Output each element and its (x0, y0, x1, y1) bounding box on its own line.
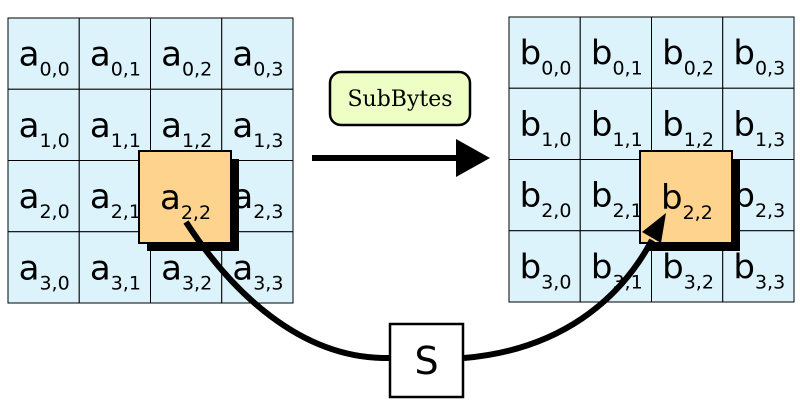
state-a-grid: a0,0 a0,1 a0,2 a0,3 a1,0 a1,1 a1,2 a1,3 a2,0 a2,1… (7, 17, 294, 304)
state-a-label-2-1: a2,1 (90, 177, 141, 223)
state-a-label-3-0: a3,0 (19, 248, 70, 294)
state-b-label-0-1: b0,1 (591, 34, 643, 80)
state-b-cell-2-0 (508, 159, 581, 232)
state-b-label-1-0: b1,0 (520, 105, 572, 151)
state-b-cell-0-1 (579, 16, 652, 89)
sbox-label: S (414, 339, 438, 383)
state-a-label-1-1: a1,1 (90, 106, 141, 152)
state-b-label-0-0: b0,0 (520, 34, 572, 80)
state-b-label-2-2: b2,2 (661, 178, 713, 224)
state-a-cell-0-1 (78, 17, 151, 90)
state-a-label-0-0: a0,0 (19, 35, 70, 81)
state-a-label-3-3: a3,3 (232, 248, 283, 294)
state-a-cell-1-3 (221, 88, 294, 161)
state-a-label-2-2: a2,2 (160, 178, 211, 224)
state-a-cell-0-3 (221, 17, 294, 90)
state-b-cell-3-0 (508, 230, 581, 303)
subbytes-label: SubBytes (347, 87, 452, 112)
state-a-label-0-1: a0,1 (90, 35, 141, 81)
state-a-label-1-3: a1,3 (232, 106, 283, 152)
state-b-cell-1-3 (722, 87, 795, 160)
state-a-cell-1-1 (78, 88, 151, 161)
state-a-label-0-2: a0,2 (161, 35, 212, 81)
state-b-label-3-3: b3,3 (733, 247, 785, 293)
state-a-label-2-0: a2,0 (19, 177, 70, 223)
subbytes-label-box: SubBytes (328, 70, 472, 127)
state-b-label-1-1: b1,1 (591, 105, 643, 151)
state-a-cell-0-2 (150, 17, 223, 90)
state-a-cell-0-0 (7, 17, 80, 90)
state-b-label-1-3: b1,3 (733, 105, 785, 151)
sbox-arrowhead (642, 213, 666, 243)
state-a-label-0-3: a0,3 (232, 35, 283, 81)
state-b-label-2-1: b2,1 (591, 176, 643, 222)
state-b-cell-1-1 (579, 87, 652, 160)
state-a-label-1-0: a1,0 (19, 106, 70, 152)
state-b-grid: b0,0 b0,1 b0,2 b0,3 b1,0 b1,1 b1,2 b1,3 b2,0 b2,1… (508, 16, 795, 303)
state-a-label-1-2: a1,2 (161, 106, 212, 152)
transform-arrow (312, 139, 490, 177)
state-b-label-1-2: b1,2 (662, 105, 714, 151)
state-a-label-3-2: a3,2 (161, 248, 212, 294)
state-b-label-3-0: b3,0 (520, 247, 572, 293)
state-b-label-0-3: b0,3 (733, 34, 785, 80)
state-a-cell-3-0 (7, 231, 80, 304)
state-a-highlight-cell (138, 150, 232, 244)
state-b-label-3-2: b3,2 (662, 247, 714, 293)
state-b-cell-0-3 (722, 16, 795, 89)
state-b-label-2-0: b2,0 (520, 176, 572, 222)
sbox: S (388, 322, 465, 399)
state-a-label-3-1: a3,1 (90, 248, 141, 294)
state-b-label-0-2: b0,2 (662, 34, 714, 80)
state-b-cell-1-2 (651, 87, 724, 160)
sbox-mapping-arrow (183, 213, 666, 362)
